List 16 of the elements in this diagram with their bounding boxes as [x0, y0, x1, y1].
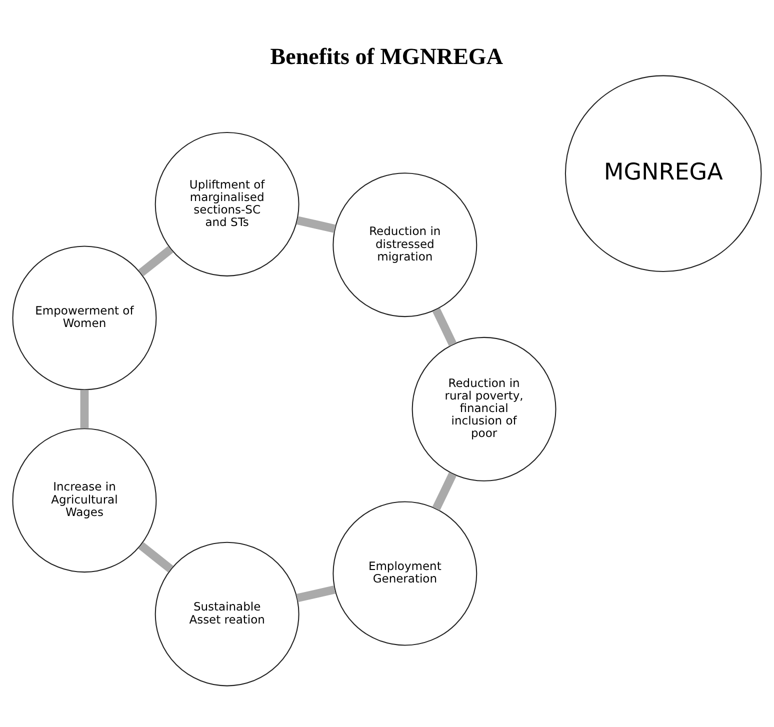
node-circle: Upliftment of marginalised sections-SC and STs	[154, 132, 300, 276]
node-circle: Employment Generation	[332, 500, 478, 646]
connector	[432, 472, 457, 510]
connector	[80, 389, 89, 428]
connector	[296, 584, 336, 602]
node-circle: Empowerment of Women	[12, 245, 157, 390]
node-circle: Reduction in distressed migration	[332, 172, 478, 317]
connector	[138, 245, 174, 276]
connector	[296, 216, 336, 232]
node-circle: Reduction in rural poverty, financial inclusion of poor	[412, 336, 556, 481]
connector	[432, 307, 457, 346]
diagram-title: Benefits of MGNREGA	[270, 42, 503, 68]
connector	[138, 542, 174, 572]
node-circle: Increase in Agricultural Wages	[12, 428, 157, 572]
node-circle: MGNREGA	[564, 74, 762, 272]
node-circle: Sustainable Asset reation	[154, 541, 300, 686]
